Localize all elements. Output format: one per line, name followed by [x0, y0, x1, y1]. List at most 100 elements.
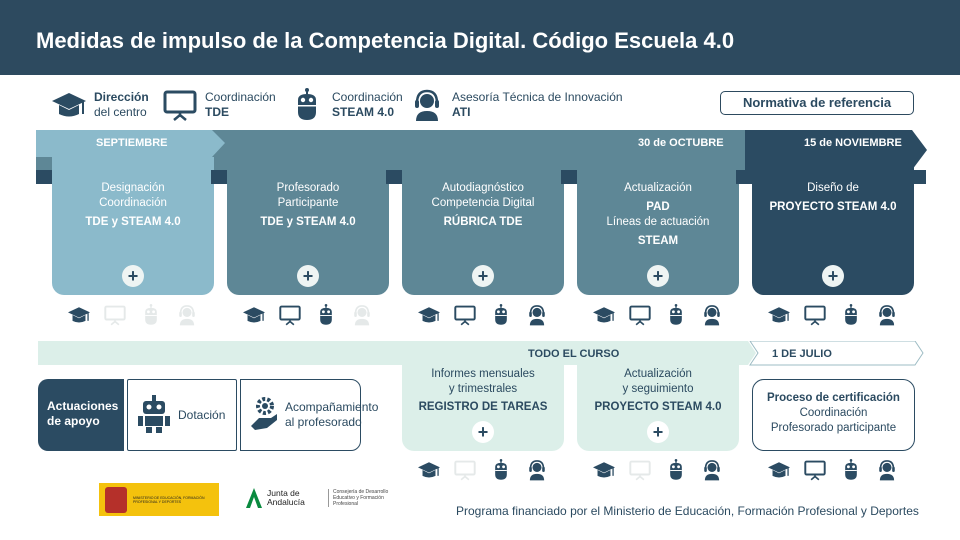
robot-icon [490, 304, 512, 326]
certificacion-card[interactable]: Proceso de certificación Coordinación Pr… [752, 379, 915, 451]
card-bold: RÚBRICA TDE [443, 216, 523, 228]
card-line: y seguimiento [622, 383, 694, 395]
label-septiembre: SEPTIEMBRE [96, 137, 168, 149]
robot-icon [665, 304, 687, 326]
headset-icon [526, 459, 548, 481]
graduation-cap-icon [52, 88, 86, 122]
expand-plus-button[interactable]: + [472, 265, 494, 287]
card-bold: PROYECTO STEAM 4.0 [594, 401, 722, 413]
certificacion-line: Profesorado participante [770, 422, 897, 434]
headset-icon [701, 304, 723, 326]
consejeria-text: Consejería de Desarrollo Educativo y For… [328, 489, 394, 507]
curso-band [38, 341, 924, 366]
role-icons [227, 304, 389, 326]
ministerio-logo: MINISTERIO DE EDUCACIÓN, FORMACIÓN PROFE… [99, 483, 219, 516]
expand-plus-button[interactable]: + [122, 265, 144, 287]
junta-icon [246, 488, 262, 508]
card-line: Líneas de actuación [606, 216, 710, 228]
robot-icon [140, 304, 162, 326]
acompanamiento-label: Acompañamiento al profesorado [285, 400, 379, 429]
monitor-icon [454, 459, 476, 481]
dotacion-box: Dotación [127, 379, 237, 451]
monitor-icon [163, 88, 197, 122]
dotacion-label: Dotación [178, 408, 226, 422]
coat-of-arms-icon [105, 486, 127, 513]
robot-icon [840, 304, 862, 326]
card-bold: PROYECTO STEAM 4.0 [769, 201, 897, 213]
role-icons [752, 304, 914, 326]
legend-line2: ATI [452, 105, 471, 119]
legend-line1: Dirección [94, 90, 149, 104]
robot-icon [840, 459, 862, 481]
monitor-icon [454, 304, 476, 326]
robot-icon [138, 394, 170, 436]
legend-line1: Coordinación [205, 90, 276, 104]
card-bold: PAD [646, 201, 670, 213]
footer-text: Programa financiado por el Ministerio de… [456, 504, 919, 518]
legend-line2: STEAM 4.0 [332, 105, 395, 119]
expand-plus-button[interactable]: + [822, 265, 844, 287]
legend-line2: del centro [94, 105, 147, 119]
headset-icon [876, 304, 898, 326]
legend-line2: TDE [205, 105, 229, 119]
label-1-julio: 1 DE JULIO [772, 348, 832, 360]
expand-plus-button[interactable]: + [647, 265, 669, 287]
acompanamiento-box: Acompañamiento al profesorado [240, 379, 378, 451]
card-line: Profesorado [276, 182, 340, 194]
monitor-icon [629, 459, 651, 481]
junta-text: Junta de Andalucía [267, 488, 305, 507]
headset-icon [526, 304, 548, 326]
card-bold: TDE y STEAM 4.0 [260, 216, 356, 228]
monitor-icon [629, 304, 651, 326]
label-octubre: 30 de OCTUBRE [638, 137, 724, 149]
monitor-icon [804, 459, 826, 481]
robot-icon [665, 459, 687, 481]
hand-gear-icon [249, 396, 279, 435]
ministerio-text: MINISTERIO DE EDUCACIÓN, FORMACIÓN PROFE… [133, 495, 205, 504]
graduation-cap-icon [418, 304, 440, 326]
card-bold: REGISTRO DE TAREAS [418, 401, 548, 413]
card-line: Coordinación [99, 197, 167, 209]
certificacion-line: Coordinación [799, 407, 868, 419]
card-line: Designación [101, 182, 165, 194]
card-line: Actualización [624, 182, 692, 194]
graduation-cap-icon [593, 459, 615, 481]
headset-icon [876, 459, 898, 481]
role-icons [402, 459, 564, 481]
expand-plus-button[interactable]: + [297, 265, 319, 287]
headset-icon [351, 304, 373, 326]
page-title: Medidas de impulso de la Competencia Dig… [0, 0, 960, 75]
graduation-cap-icon [768, 304, 790, 326]
expand-plus-button[interactable]: + [647, 421, 669, 443]
junta-logo: Junta de Andalucía Consejería de Desarro… [246, 488, 394, 508]
robot-icon [315, 304, 337, 326]
graduation-cap-icon [243, 304, 265, 326]
graduation-cap-icon [768, 459, 790, 481]
certificacion-title: Proceso de certificación [767, 392, 900, 404]
normativa-button[interactable]: Normativa de referencia [720, 91, 914, 115]
monitor-icon [104, 304, 126, 326]
expand-plus-button[interactable]: + [472, 421, 494, 443]
label-todo-el-curso: TODO EL CURSO [528, 348, 620, 360]
card-bold: TDE y STEAM 4.0 [85, 216, 181, 228]
monitor-icon [279, 304, 301, 326]
headset-icon [701, 459, 723, 481]
card-line: Autodiagnóstico [442, 182, 524, 194]
legend-line1: Coordinación [332, 90, 403, 104]
legend-line1: Asesoría Técnica de Innovación [452, 90, 623, 104]
graduation-cap-icon [418, 459, 440, 481]
graduation-cap-icon [593, 304, 615, 326]
monitor-icon [804, 304, 826, 326]
card-line: Informes mensuales [431, 368, 535, 380]
role-icons [402, 304, 564, 326]
